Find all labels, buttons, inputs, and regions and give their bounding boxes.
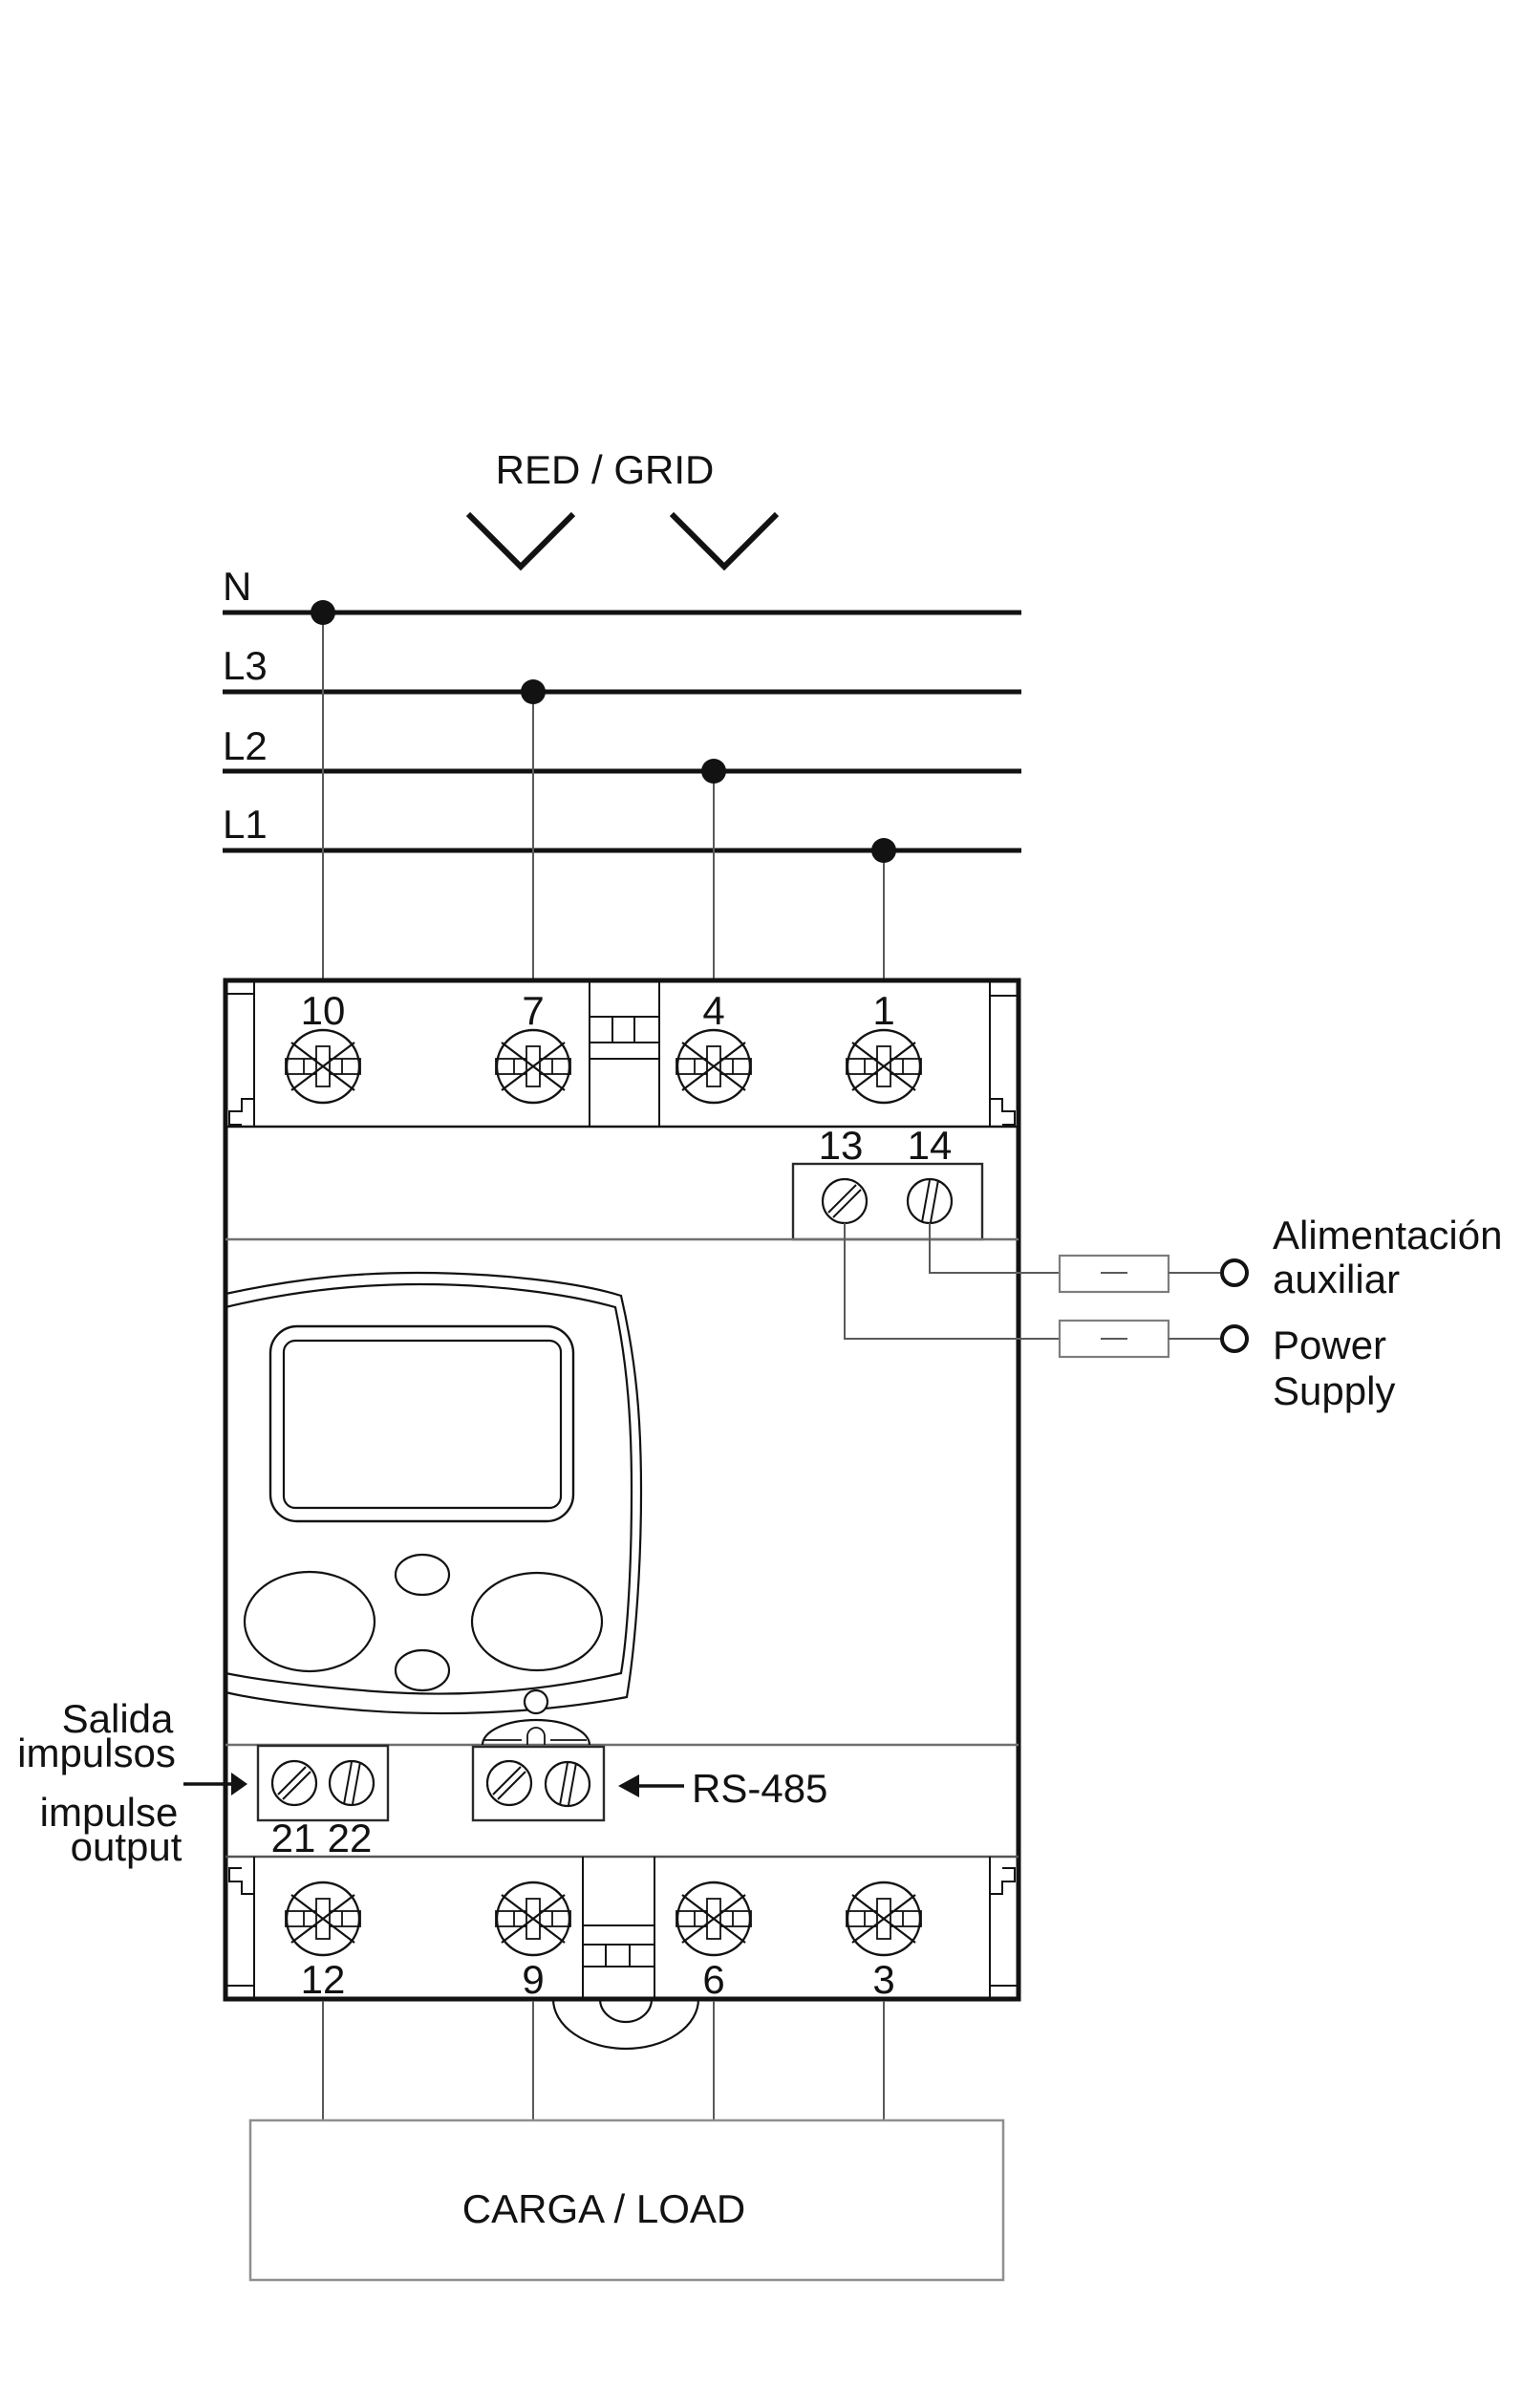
bus-taps [311,600,896,980]
clip-dome-inner [598,1998,654,2024]
aux-supply-label-es-1: Alimentación [1273,1213,1502,1258]
junction-dot [871,838,896,863]
junction-dot [701,759,726,784]
aux-supply-label-en-1: Power [1273,1322,1386,1367]
junction-dot [521,679,546,704]
screw-terminal-10 [284,1028,362,1105]
din-clip-notch [990,1867,1016,1895]
top-terminal-strip: 10 7 4 1 [225,980,1019,1129]
rs485-block: RS-485 [471,1745,827,1822]
terminal-label-10: 10 [301,988,346,1033]
screw-terminal-12 [284,1881,362,1957]
impulse-arrow-icon [231,1773,247,1795]
face-outline-inner [225,1282,633,1695]
dome-arc [481,1718,591,1746]
bus-lines: N L3 L2 L1 [223,564,1021,853]
screw-terminal-9 [494,1881,572,1957]
wire-13-to-fuse [844,1223,1060,1340]
load-label: CARGA / LOAD [462,2186,745,2231]
button-right [470,1571,604,1672]
meter-body-outline [223,978,1021,2002]
center-clip [589,980,660,1127]
screw-terminal-13 [821,1177,869,1225]
aux-supply-label-en-2: Supply [1273,1368,1395,1413]
lcd-screen [282,1339,563,1510]
terminal-label-7: 7 [522,988,544,1033]
load-box [248,2118,1005,2282]
junction-dot [311,600,335,625]
button-up [394,1553,451,1597]
dome-slot [526,1727,546,1745]
aux-terminal-box [791,1162,984,1241]
screw-terminal-6 [675,1881,753,1957]
impulse-label-en-2: output [71,1824,182,1869]
terminal-label-13: 13 [819,1123,864,1168]
impulse-label-es-1: Salida [62,1696,174,1741]
terminal-label-14: 14 [908,1123,953,1168]
screw-terminal-22 [328,1759,375,1807]
screw-terminal-1 [845,1028,923,1105]
din-clip-notch [228,1867,254,1895]
supply-point-icon [1220,1258,1249,1287]
lcd-bezel [268,1324,575,1523]
terminal-label-22: 22 [328,1816,373,1860]
aux-supply-circuit: Alimentación auxiliar Power Supply [844,1213,1502,1413]
grid-arrow-icon [465,511,576,571]
button-left [243,1570,376,1673]
bus-label-n: N [223,564,251,609]
rs485-screw-b [544,1760,591,1808]
bottom-terminal-strip: 12 9 6 3 [225,1855,1019,2002]
screw-terminal-7 [494,1028,572,1105]
load-circuit: CARGA / LOAD [248,2001,1005,2282]
rs485-screw-a [485,1759,533,1807]
clip-slider [582,1944,655,1967]
button-down [394,1648,451,1692]
terminal-label-9: 9 [522,1957,544,2002]
terminal-label-1: 1 [872,988,894,1033]
connector-dome [481,1718,591,1746]
impulse-label-es-2: impulsos [17,1731,176,1775]
center-clip [582,1857,655,1999]
bus-label-l3: L3 [223,643,268,688]
rs485-arrow-icon [618,1774,639,1797]
wire-14-to-fuse [929,1223,1060,1274]
meter-face [225,1271,643,1715]
screw-terminal-4 [675,1028,753,1105]
terminal-label-3: 3 [872,1957,894,2002]
rs485-terminal-box [471,1745,606,1822]
terminal-label-12: 12 [301,1957,346,2002]
din-clip-notch [990,1098,1016,1126]
impulse-label-en-1: impulse [40,1790,179,1835]
grid-title: RED / GRID [496,447,715,492]
clip-slider [589,1016,660,1043]
face-outline-outer [225,1271,643,1715]
clip-dome-outer [551,1998,700,2051]
terminal-label-21: 21 [271,1816,316,1860]
grid-arrow-icon [669,511,780,571]
din-clip-notch [228,1098,254,1126]
screw-terminal-3 [845,1881,923,1957]
screw-terminal-14 [906,1177,954,1225]
terminal-label-4: 4 [702,988,724,1033]
impulse-output-block: 21 22 Salida impulsos impulse output [17,1696,390,1869]
aux-supply-label-es-2: auxiliar [1273,1257,1400,1301]
screw-terminal-21 [270,1759,318,1807]
din-rail-clip [551,1998,700,2051]
terminal-label-6: 6 [702,1957,724,2002]
aux-terminal-block: 13 14 [791,1123,984,1241]
face-knob [523,1688,549,1715]
rs485-label: RS-485 [692,1766,827,1811]
impulse-terminal-box [256,1744,390,1822]
bus-label-l2: L2 [223,723,268,768]
bus-label-l1: L1 [223,802,268,847]
supply-point-icon [1220,1324,1249,1353]
